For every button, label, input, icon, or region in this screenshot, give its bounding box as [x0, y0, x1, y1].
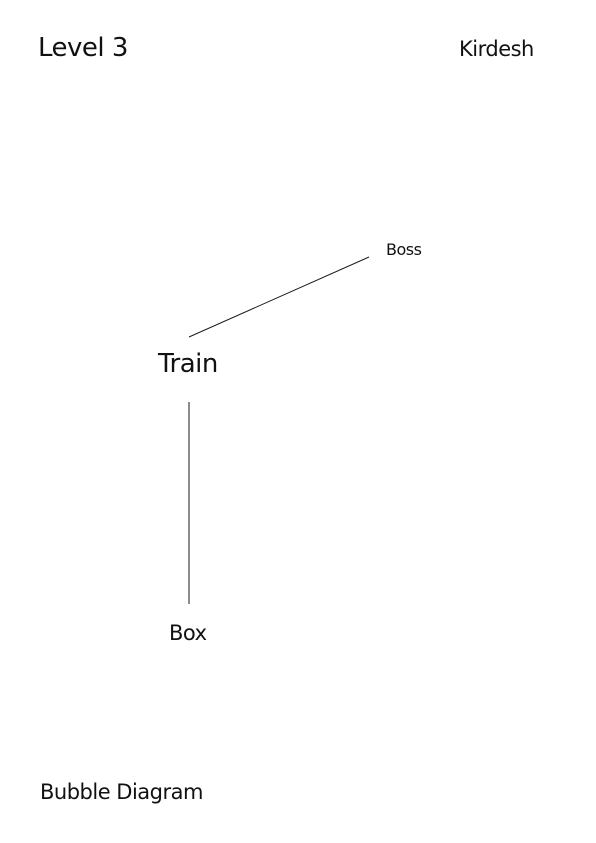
author-name: Kirdesh	[459, 37, 534, 61]
link-train-boss	[188, 256, 370, 338]
level-title: Level 3	[38, 33, 128, 63]
node-train: Train	[158, 349, 218, 379]
node-box: Box	[169, 621, 207, 645]
diagram-caption: Bubble Diagram	[40, 780, 203, 804]
node-boss: Boss	[386, 240, 422, 259]
